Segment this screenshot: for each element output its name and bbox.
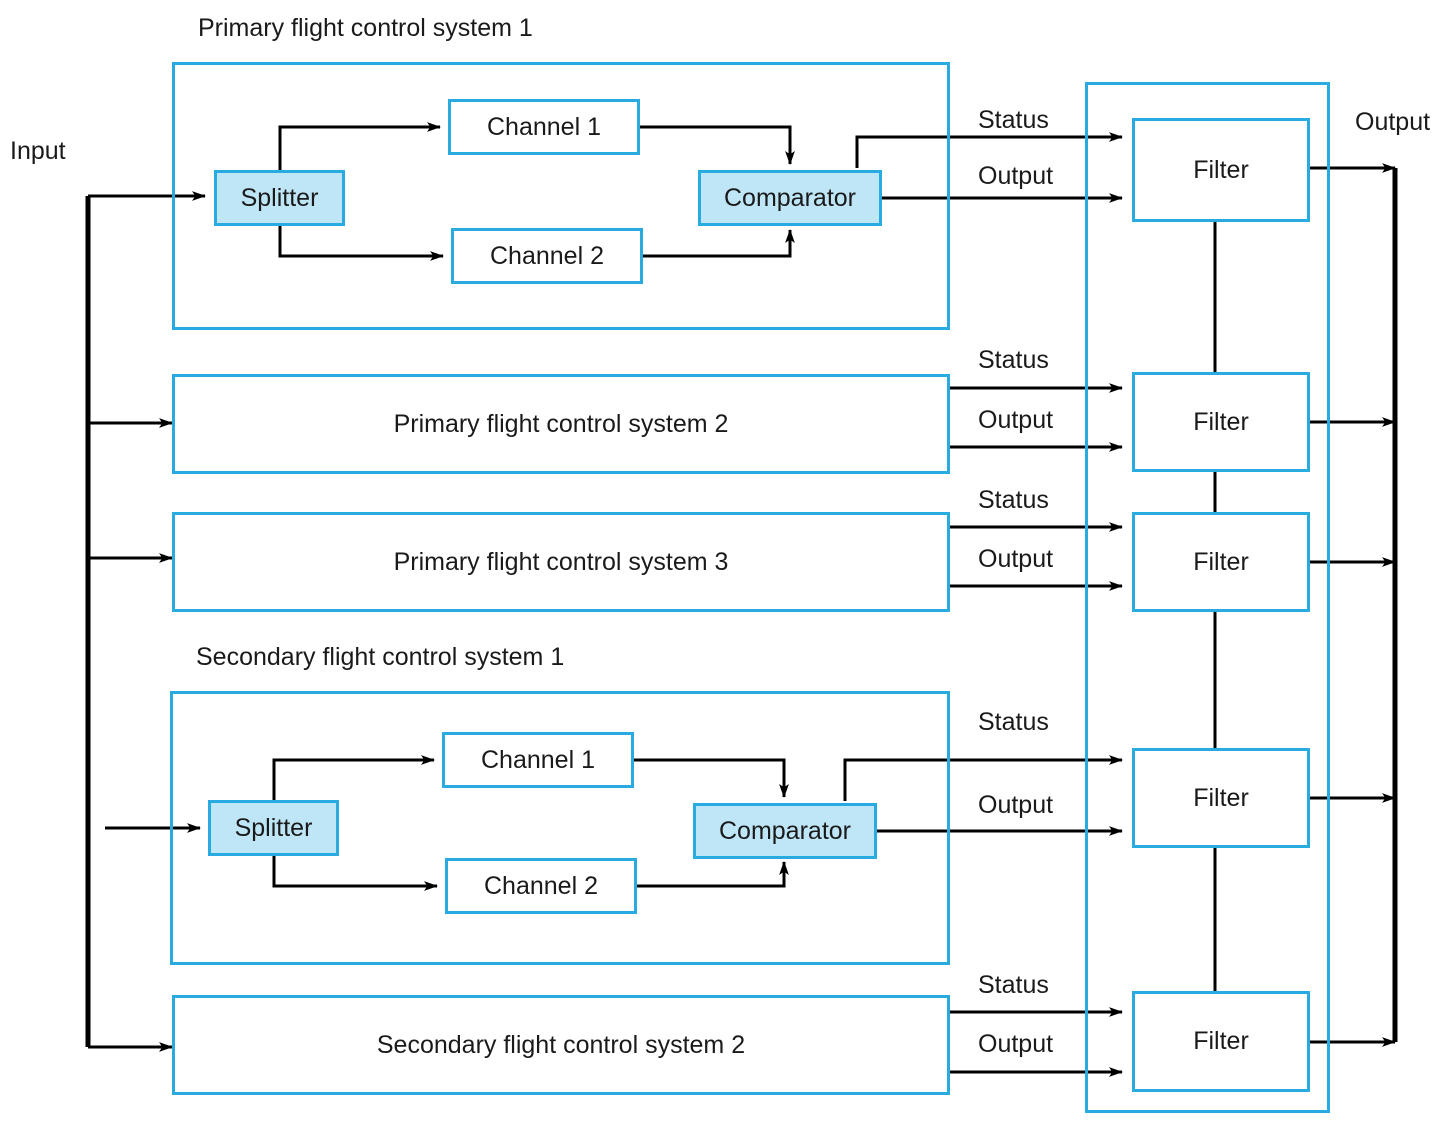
output-label-primary-2: Output [978,406,1054,434]
channel-1-primary-1-label: Channel 1 [487,112,601,141]
primary-system-2-box[interactable]: Primary flight control system 2 [172,374,950,474]
status-label-primary-3: Status [978,486,1049,514]
filter-5-label: Filter [1193,1027,1249,1055]
secondary-system-1-container[interactable] [170,691,950,965]
output-label: Output [1355,108,1431,136]
filter-2[interactable]: Filter [1132,372,1310,472]
splitter-primary-1[interactable]: Splitter [214,170,345,226]
channel-1-secondary-1-label: Channel 1 [481,745,595,774]
filter-1-label: Filter [1193,155,1249,184]
filter-5[interactable]: Filter [1132,991,1310,1092]
secondary-system-2-label: Secondary flight control system 2 [376,1030,746,1059]
comparator-secondary-1[interactable]: Comparator [693,803,877,859]
channel-2-secondary-1[interactable]: Channel 2 [445,858,637,914]
primary-system-2-label: Primary flight control system 2 [393,409,729,438]
output-label-primary-1: Output [978,162,1054,190]
primary-system-3-label: Primary flight control system 3 [393,547,729,576]
output-label-secondary-1: Output [978,791,1054,819]
channel-1-primary-1[interactable]: Channel 1 [448,99,640,155]
filter-4[interactable]: Filter [1132,748,1310,848]
channel-1-secondary-1[interactable]: Channel 1 [442,732,634,788]
filter-1[interactable]: Filter [1132,118,1310,222]
output-label-secondary-2: Output [978,1030,1054,1058]
input-label: Input [10,137,66,165]
primary-system-1-title: Primary flight control system 1 [198,14,533,42]
splitter-secondary-1[interactable]: Splitter [208,800,339,856]
filter-3-label: Filter [1193,547,1249,576]
status-label-primary-2: Status [978,346,1049,374]
secondary-system-1-title: Secondary flight control system 1 [196,643,565,671]
status-label-secondary-1: Status [978,708,1049,736]
splitter-secondary-1-label: Splitter [234,813,313,842]
primary-system-3-box[interactable]: Primary flight control system 3 [172,512,950,612]
comparator-secondary-1-label: Comparator [719,816,851,845]
channel-2-secondary-1-label: Channel 2 [484,871,598,900]
channel-2-primary-1-label: Channel 2 [490,241,604,270]
comparator-primary-1[interactable]: Comparator [698,170,882,226]
output-label-primary-3: Output [978,545,1054,573]
channel-2-primary-1[interactable]: Channel 2 [451,228,643,284]
filter-4-label: Filter [1193,783,1249,812]
splitter-primary-1-label: Splitter [240,183,319,212]
status-label-primary-1: Status [978,106,1049,134]
filter-2-label: Filter [1193,407,1249,436]
secondary-system-2-box[interactable]: Secondary flight control system 2 [172,995,950,1095]
comparator-primary-1-label: Comparator [724,183,856,212]
primary-system-1-container[interactable] [172,62,950,330]
filter-column-container[interactable] [1085,82,1330,1113]
status-label-secondary-2: Status [978,971,1049,999]
filter-3[interactable]: Filter [1132,512,1310,612]
